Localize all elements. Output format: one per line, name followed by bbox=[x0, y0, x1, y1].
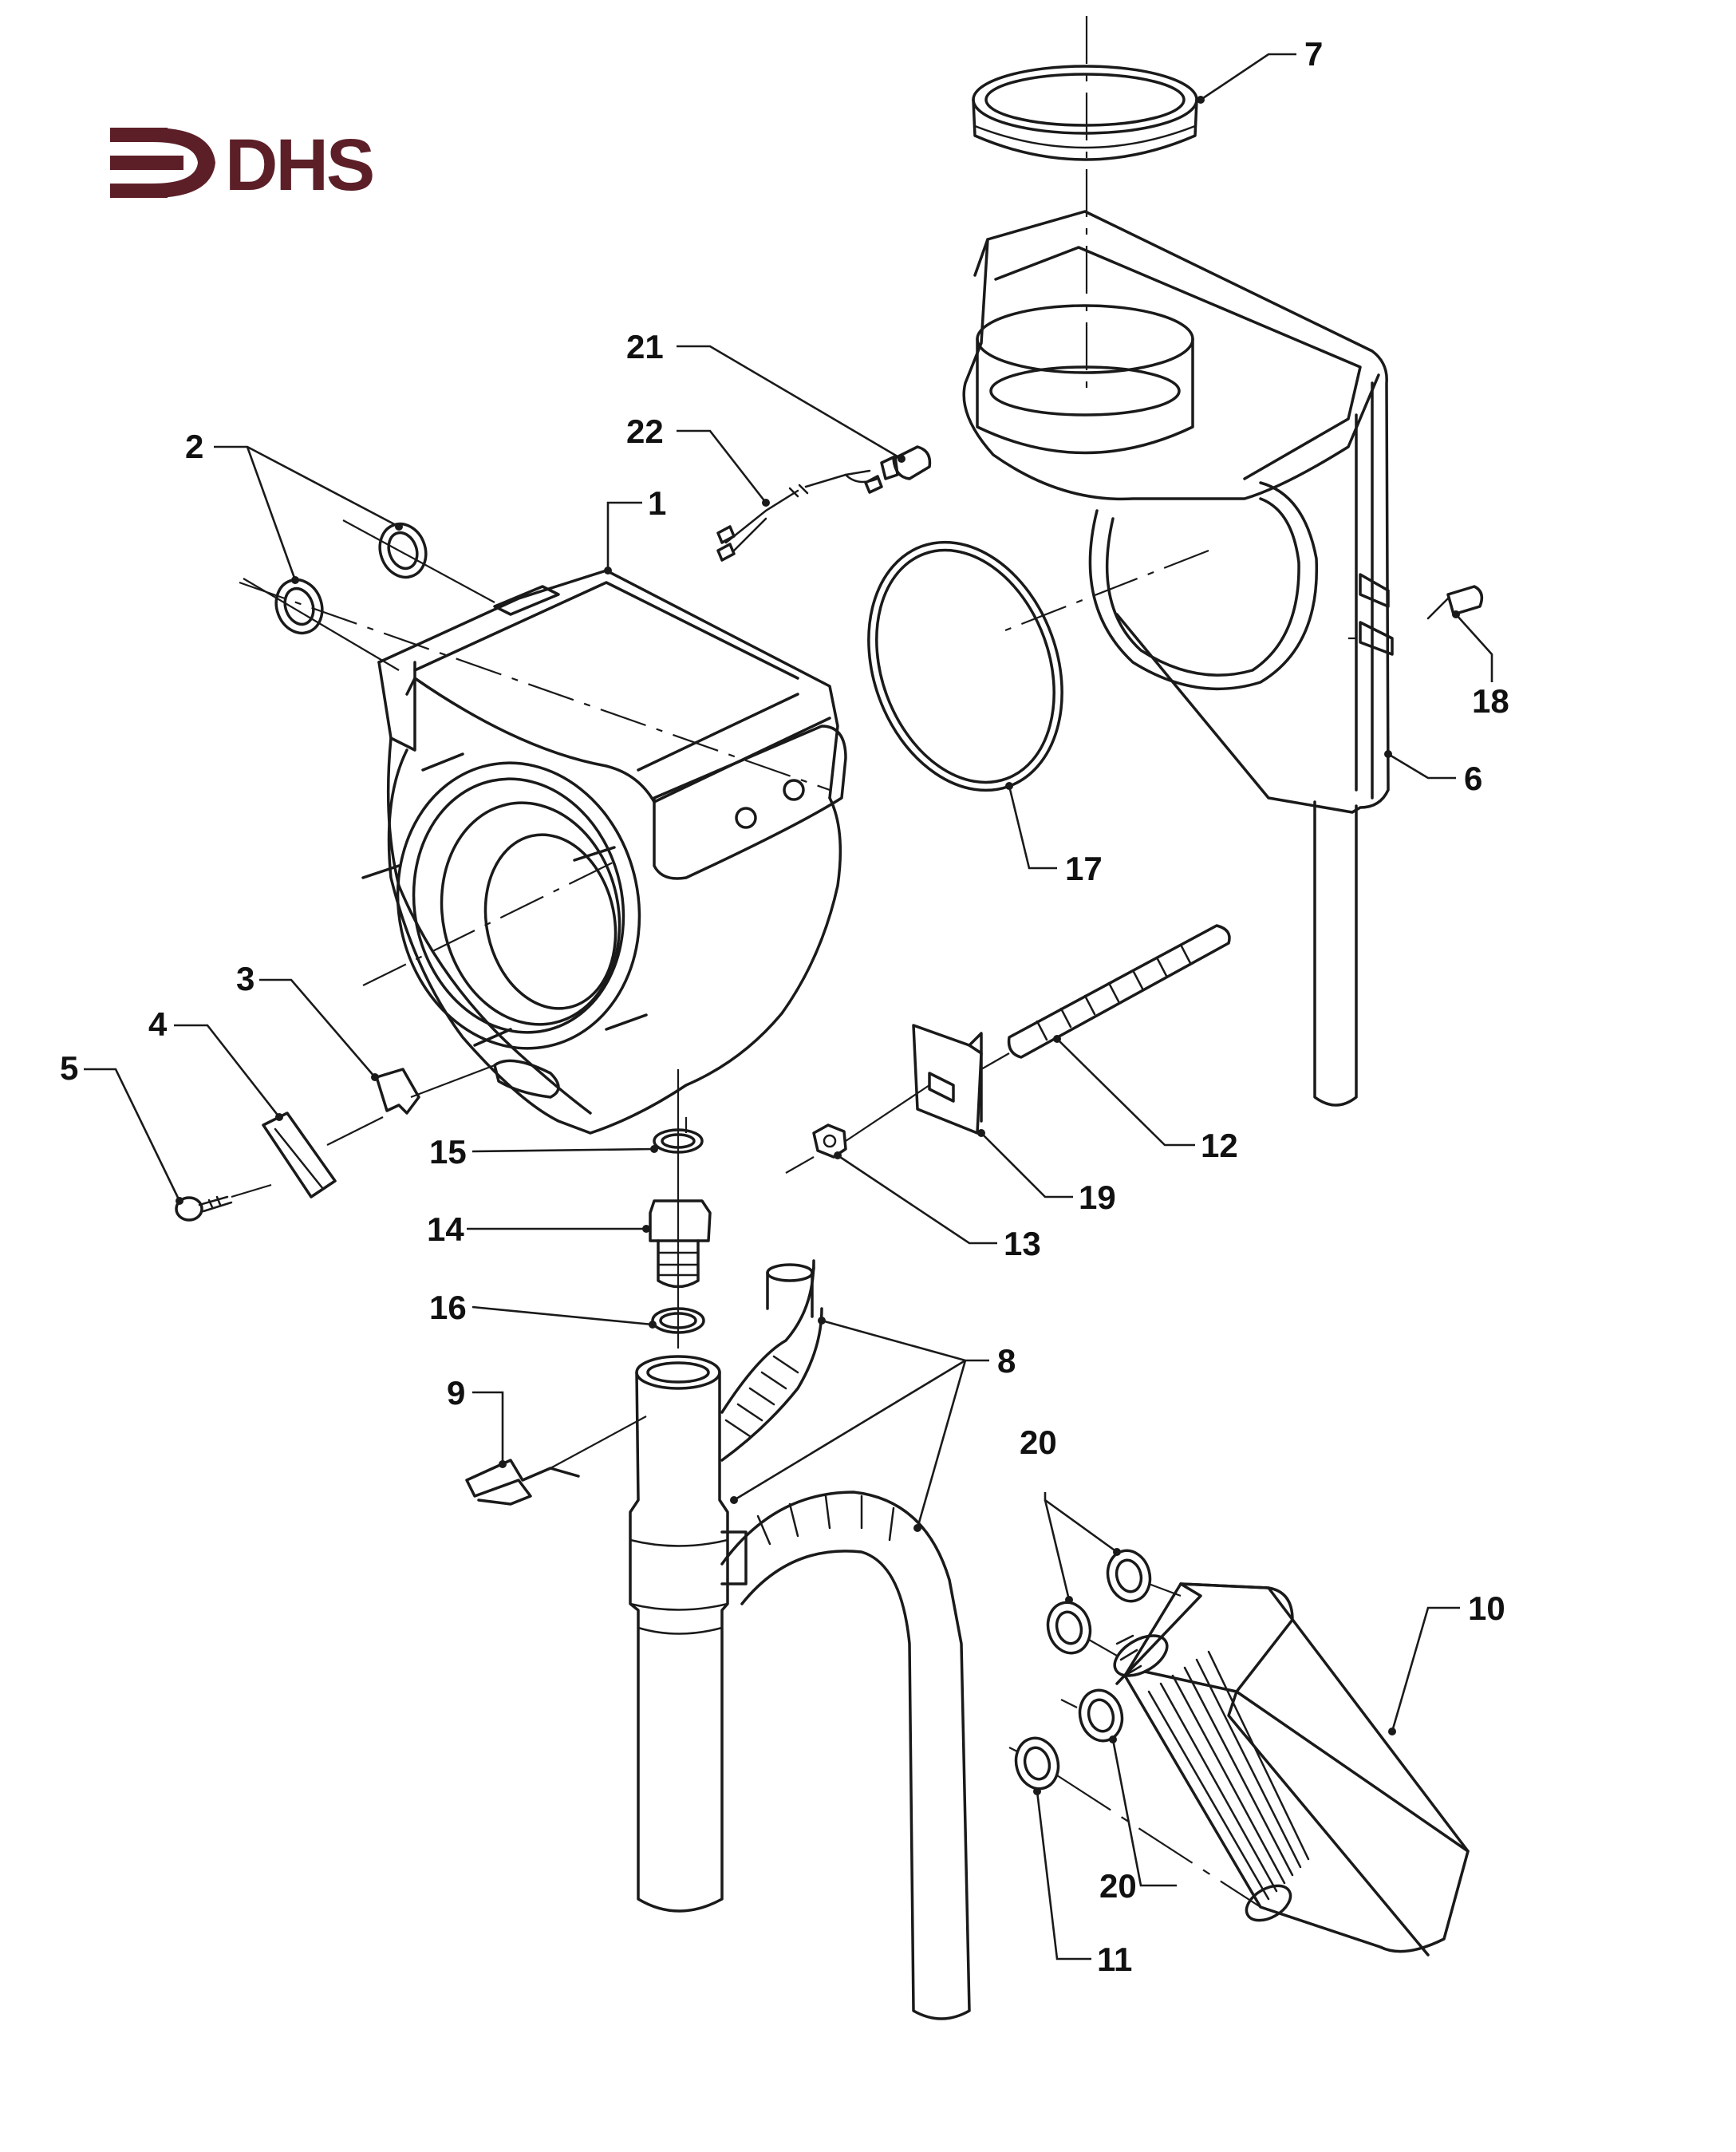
part-10-heat-exchanger bbox=[1113, 1582, 1470, 1957]
part-3-bracket bbox=[375, 1068, 420, 1115]
callout-15: 15 bbox=[429, 1133, 467, 1171]
callout-3: 3 bbox=[236, 960, 254, 997]
part-9-clip bbox=[465, 1459, 580, 1506]
callout-16: 16 bbox=[429, 1289, 467, 1326]
callout-13: 13 bbox=[1004, 1225, 1041, 1262]
part-12-electrode-rod bbox=[980, 924, 1231, 1070]
part-14-fitting bbox=[649, 1199, 712, 1289]
callout-19: 19 bbox=[1079, 1179, 1116, 1216]
part-18-screw bbox=[1426, 585, 1484, 620]
callout-5: 5 bbox=[60, 1049, 78, 1087]
callout-4: 4 bbox=[148, 1005, 168, 1043]
callout-12: 12 bbox=[1201, 1127, 1238, 1164]
callout-20-lower: 20 bbox=[1099, 1867, 1137, 1905]
callout-20-upper: 20 bbox=[1020, 1423, 1057, 1461]
callout-leaders bbox=[84, 53, 1493, 1960]
part-15-o-ring bbox=[653, 1128, 704, 1154]
callout-7: 7 bbox=[1304, 35, 1323, 73]
part-20-washers bbox=[1046, 1549, 1152, 1743]
part-2-washers bbox=[274, 522, 428, 635]
part-17-o-ring bbox=[867, 540, 1063, 792]
logo-arrow-mark bbox=[110, 128, 215, 198]
part-8-condensate-trap bbox=[629, 1259, 971, 2020]
callout-1: 1 bbox=[648, 484, 666, 522]
callout-6: 6 bbox=[1464, 760, 1482, 797]
callout-11: 11 bbox=[1097, 1941, 1132, 1978]
logo-text: DHS bbox=[225, 124, 373, 206]
part-11-washer bbox=[1014, 1736, 1060, 1791]
callout-labels: 1 2 3 4 5 6 7 8 9 10 11 12 13 14 15 16 1… bbox=[60, 35, 1509, 1978]
part-22-wiring-harness bbox=[716, 469, 883, 562]
part-19-bracket-plate bbox=[912, 1024, 983, 1135]
dhs-logo: DHS bbox=[110, 124, 375, 206]
callout-18: 18 bbox=[1472, 682, 1509, 720]
part-13-nut bbox=[812, 1123, 847, 1159]
callout-9: 9 bbox=[447, 1374, 465, 1412]
part-7-seal-ring bbox=[972, 65, 1198, 161]
callout-17: 17 bbox=[1065, 850, 1103, 887]
callout-2: 2 bbox=[185, 428, 203, 465]
part-21-sensor bbox=[880, 445, 932, 480]
part-4-window bbox=[262, 1112, 337, 1198]
callout-14: 14 bbox=[427, 1210, 464, 1248]
callout-8: 8 bbox=[997, 1342, 1016, 1380]
part-6-flue-hood bbox=[962, 210, 1394, 1107]
callout-22: 22 bbox=[626, 413, 664, 450]
callout-10: 10 bbox=[1468, 1589, 1505, 1627]
part-5-screw bbox=[175, 1195, 233, 1222]
part-1-combustion-chamber bbox=[361, 569, 847, 1135]
callout-21: 21 bbox=[626, 328, 664, 365]
